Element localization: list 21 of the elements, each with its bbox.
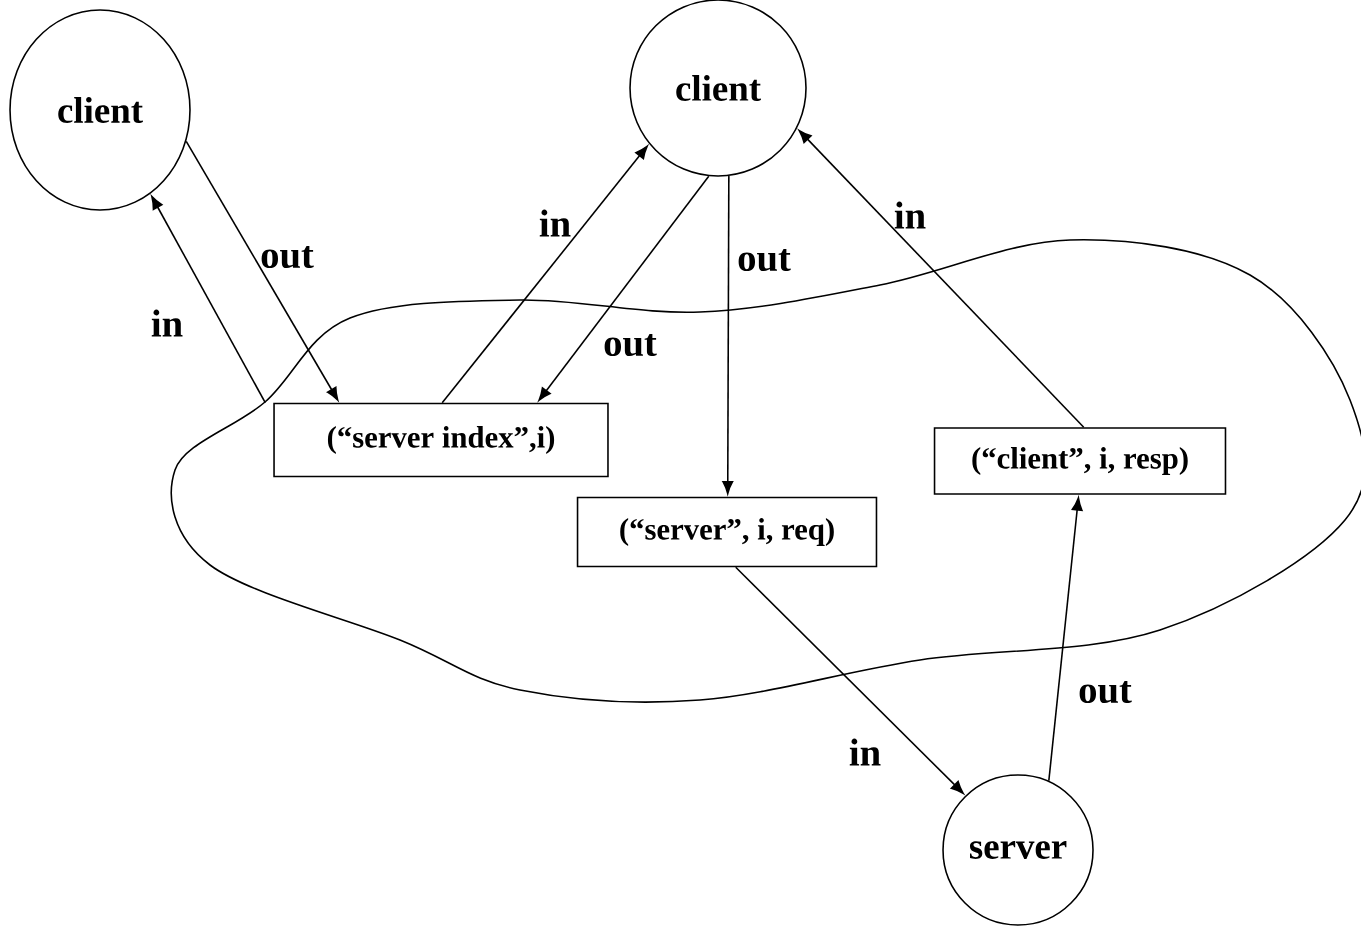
edge-label: out (261, 245, 314, 269)
arrow (538, 175, 710, 401)
arrow (798, 129, 1085, 428)
tuple-box: (“server”, i, req) (576, 496, 878, 568)
arrow (722, 175, 734, 495)
edge-label: in (849, 738, 881, 766)
arrow (151, 195, 267, 404)
circle-node: client (9, 9, 191, 211)
edge-label: out (1079, 680, 1132, 704)
edge-label: in (539, 209, 571, 237)
arrow (734, 566, 964, 795)
arrow (441, 145, 648, 404)
circle-node: server (942, 774, 1094, 926)
arrow (185, 140, 339, 401)
arrow (1048, 497, 1083, 782)
edge-label: out (604, 333, 657, 357)
edge-label: out (738, 248, 791, 272)
edge-label: in (151, 309, 183, 337)
edge-label: in (894, 201, 926, 229)
tuple-box: (“client”, i, resp) (933, 427, 1227, 495)
tuple-box: (“server index”,i) (273, 402, 609, 478)
